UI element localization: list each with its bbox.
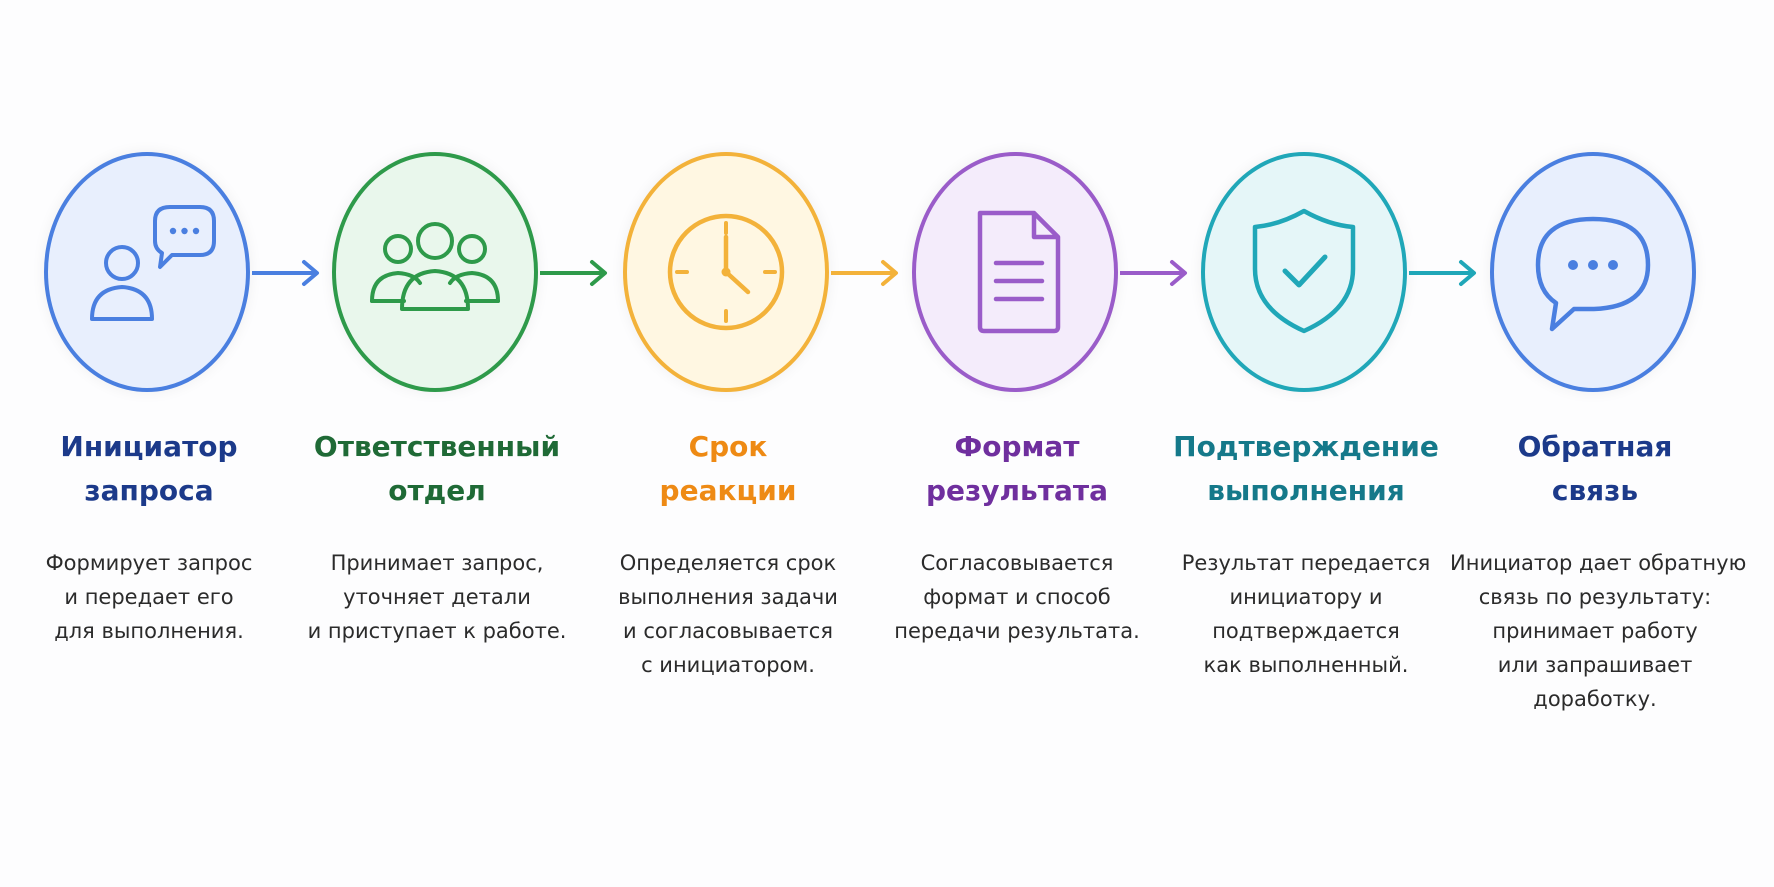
document-icon (977, 210, 1061, 334)
step-description: Результат передается инициатору и подтве… (1161, 546, 1451, 682)
arrow-right-icon (831, 260, 898, 286)
step-desc-line: формат и способ (923, 585, 1111, 609)
user-chat-icon (90, 205, 216, 321)
step-title: Подтверждение выполнения (1161, 425, 1451, 513)
step-circle (332, 152, 538, 392)
team-icon (370, 222, 500, 311)
step-desc-line: и приступает к работе. (307, 619, 567, 643)
shield-check-icon (1252, 208, 1356, 334)
step-desc-line: и согласовывается (623, 619, 833, 643)
step-desc-line: и передает его (64, 585, 234, 609)
step-desc-line: как выполненный. (1203, 653, 1409, 677)
step-title-line: Подтверждение (1173, 430, 1439, 463)
step-title-line: Формат (954, 430, 1080, 463)
step-title: Формат результата (872, 425, 1162, 513)
step-title: Инициатор запроса (4, 425, 294, 513)
step-desc-line: с инициатором. (641, 653, 815, 677)
step-desc-line: выполнения задачи (618, 585, 838, 609)
step-title-line: Инициатор (60, 430, 238, 463)
step-circle (44, 152, 250, 392)
arrow-right-icon (1120, 260, 1187, 286)
step-description: Определяется срок выполнения задачи и со… (583, 546, 873, 682)
step-desc-line: уточняет детали (343, 585, 531, 609)
step-title: Обратная связь (1450, 425, 1740, 513)
step-desc-line: Результат передается (1181, 551, 1431, 575)
step-title-line: Ответственный (313, 430, 561, 463)
step-desc-line: передачи результата. (894, 619, 1140, 643)
step-circle (623, 152, 829, 392)
step-responsible-department: Ответственный отдел Принимает запрос, ут… (292, 0, 582, 887)
step-title: Ответственный отдел (292, 425, 582, 513)
step-description: Инициатор дает обратную связь по результ… (1450, 546, 1747, 716)
step-title: Срок реакции (583, 425, 873, 513)
clock-icon (667, 213, 785, 331)
step-desc-line: Инициатор дает обратную (1450, 551, 1747, 575)
step-initiator: Инициатор запроса Формирует запрос и пер… (4, 0, 294, 887)
step-desc-line: связь по результату: (1478, 585, 1712, 609)
step-title-line: выполнения (1207, 474, 1405, 507)
step-circle (1490, 152, 1696, 392)
step-desc-line: принимает работу (1492, 619, 1698, 643)
arrow-right-icon (252, 260, 319, 286)
step-title-line: Срок (688, 430, 768, 463)
step-desc-line: или запрашивает (1497, 653, 1693, 677)
step-title-line: отдел (388, 474, 486, 507)
step-desc-line: инициатору и (1229, 585, 1383, 609)
step-title-line: Обратная (1517, 430, 1673, 463)
step-description: Формирует запрос и передает его для выпо… (4, 546, 294, 648)
step-circle (1201, 152, 1407, 392)
arrow-right-icon (1409, 260, 1476, 286)
step-title-line: реакции (659, 474, 797, 507)
step-title-line: результата (925, 474, 1108, 507)
step-desc-line: подтверждается (1212, 619, 1400, 643)
step-title-line: запроса (84, 474, 214, 507)
step-desc-line: Формирует запрос (45, 551, 253, 575)
arrow-right-icon (540, 260, 607, 286)
step-circle (912, 152, 1118, 392)
step-feedback: Обратная связь Инициатор дает обратную с… (1450, 0, 1747, 887)
step-title-line: связь (1551, 474, 1639, 507)
step-desc-line: Согласовывается (920, 551, 1114, 575)
step-desc-line: для выполнения. (54, 619, 244, 643)
step-description: Согласовывается формат и способ передачи… (872, 546, 1162, 648)
step-description: Принимает запрос, уточняет детали и прис… (292, 546, 582, 648)
step-result-format: Формат результата Согласовывается формат… (872, 0, 1162, 887)
step-response-time: Срок реакции Определяется срок выполнени… (583, 0, 873, 887)
step-desc-line: доработку. (1533, 687, 1657, 711)
step-desc-line: Принимает запрос, (330, 551, 544, 575)
step-completion-confirmation: Подтверждение выполнения Результат перед… (1161, 0, 1451, 887)
step-desc-line: Определяется срок (619, 551, 837, 575)
chat-bubble-icon (1535, 216, 1651, 332)
